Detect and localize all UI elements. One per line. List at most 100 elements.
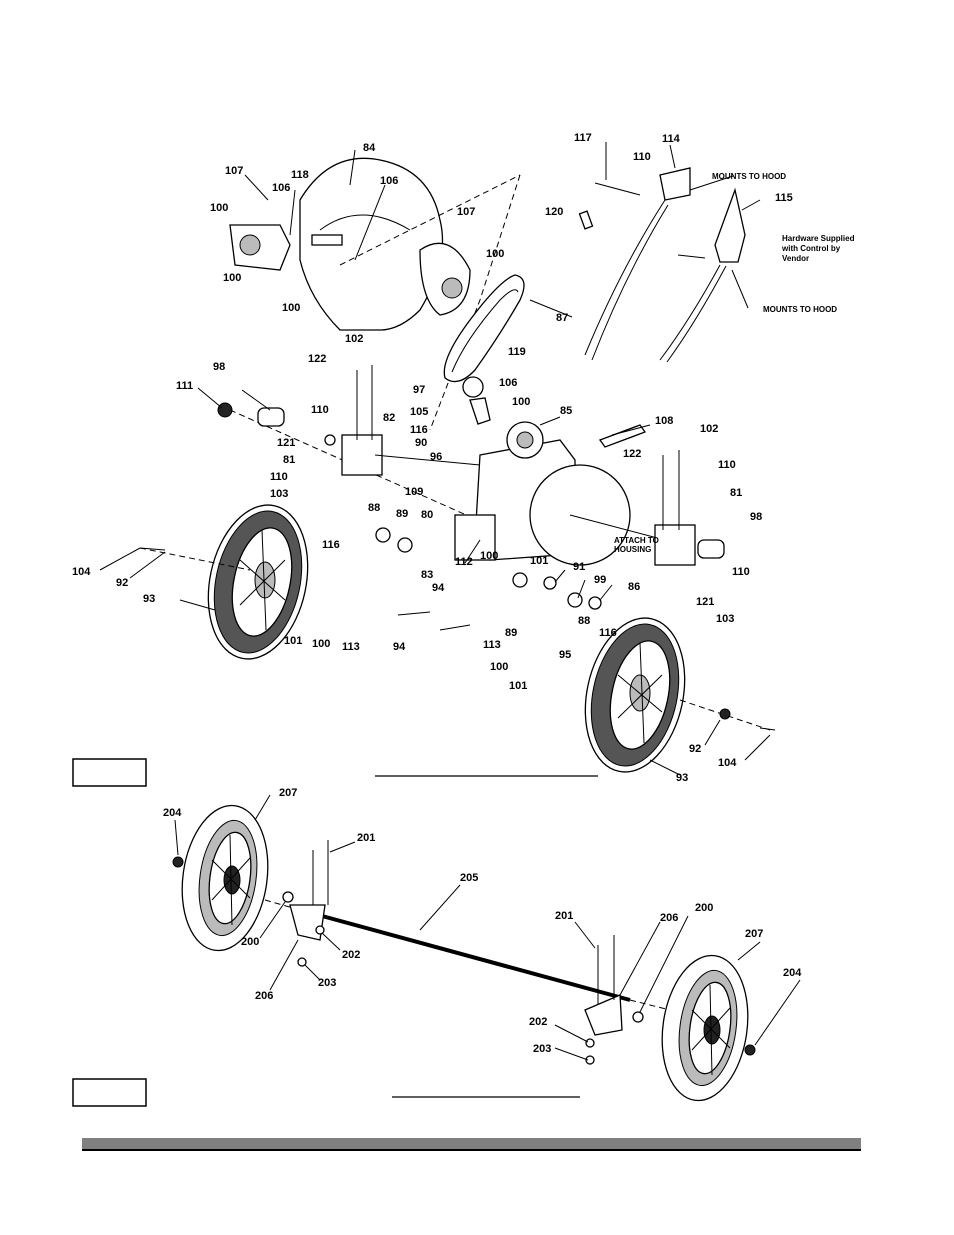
callout-118: 118 (291, 169, 309, 181)
callout-114: 114 (662, 133, 681, 145)
callout-90: 90 (415, 437, 427, 449)
callout-89: 89 (505, 627, 517, 639)
callout-100: 100 (223, 272, 241, 284)
callout-85: 85 (560, 405, 572, 417)
callout-100: 100 (486, 248, 504, 260)
callout-103: 103 (716, 613, 734, 625)
callout-201: 201 (357, 832, 375, 844)
callout-205: 205 (460, 872, 478, 884)
callout-91: 91 (573, 561, 585, 573)
note-attach-to-housing: HOUSING (614, 545, 651, 554)
callout-204: 204 (163, 807, 182, 819)
callout-102: 102 (345, 333, 363, 345)
right-rear-wheel (661, 954, 749, 1102)
callout-82: 82 (383, 412, 395, 424)
callout-113: 113 (483, 639, 501, 651)
callout-88: 88 (368, 502, 380, 514)
callout-200: 200 (241, 936, 259, 948)
callout-112: 112 (455, 556, 473, 568)
note-mounts-to-hood: MOUNTS TO HOOD (712, 172, 786, 181)
callout-116: 116 (410, 424, 428, 436)
callout-99: 99 (594, 574, 606, 586)
callout-81: 81 (283, 454, 295, 466)
callout-109: 109 (405, 486, 423, 498)
note-attach-to-housing: ATTACH TO (614, 536, 659, 545)
footer-bar (82, 1138, 861, 1150)
callout-119: 119 (508, 346, 526, 358)
callout-89: 89 (396, 508, 408, 520)
control-cables (578, 167, 746, 363)
left-rear-wheel (181, 804, 269, 952)
callout-86: 86 (628, 581, 640, 593)
callout-202: 202 (342, 949, 360, 961)
figure-label-box (72, 758, 147, 787)
right-drive-wheel (584, 617, 686, 773)
upper-assembly-drawing: 107 106 100 118 84 106 107 100 100 100 1… (72, 132, 855, 784)
callout-203: 203 (318, 977, 336, 989)
callout-110: 110 (270, 471, 288, 483)
callout-111: 111 (176, 380, 193, 392)
callout-113: 113 (342, 641, 360, 653)
callout-121: 121 (277, 437, 295, 449)
callout-80: 80 (421, 509, 433, 521)
figure-label-box (72, 1078, 147, 1107)
belt-part (443, 274, 525, 383)
callout-110: 110 (732, 566, 750, 578)
callout-92: 92 (689, 743, 701, 755)
callout-104: 104 (718, 757, 737, 769)
callout-206: 206 (255, 990, 273, 1002)
callout-121: 121 (696, 596, 714, 608)
callout-81: 81 (730, 487, 742, 499)
callout-106: 106 (499, 377, 517, 389)
note-hardware-supplied: Vendor (782, 254, 809, 263)
note-hardware-supplied: with Control by (781, 244, 841, 253)
upper-callouts: 107 106 100 118 84 106 107 100 100 100 1… (72, 132, 793, 784)
note-mounts-to-hood: MOUNTS TO HOOD (763, 305, 837, 314)
callout-92: 92 (116, 577, 128, 589)
callout-93: 93 (676, 772, 688, 784)
callout-100: 100 (512, 396, 530, 408)
callout-94: 94 (432, 582, 445, 594)
callout-101: 101 (509, 680, 527, 692)
callout-84: 84 (363, 142, 376, 154)
callout-107: 107 (457, 206, 475, 218)
callout-100: 100 (490, 661, 508, 673)
callout-98: 98 (213, 361, 225, 373)
callout-207: 207 (745, 928, 763, 940)
callout-100: 100 (210, 202, 228, 214)
callout-93: 93 (143, 593, 155, 605)
note-hardware-supplied: Hardware Supplied (782, 234, 855, 243)
callout-108: 108 (655, 415, 673, 427)
callout-110: 110 (311, 404, 329, 416)
callout-94: 94 (393, 641, 406, 653)
callout-101: 101 (530, 555, 548, 567)
callout-122: 122 (308, 353, 326, 365)
callout-116: 116 (322, 539, 340, 551)
callout-122: 122 (623, 448, 641, 460)
callout-103: 103 (270, 488, 288, 500)
callout-88: 88 (578, 615, 590, 627)
callout-116: 116 (599, 627, 617, 639)
callout-200: 200 (695, 902, 713, 914)
callout-106: 106 (380, 175, 398, 187)
callout-207: 207 (279, 787, 297, 799)
callout-206: 206 (660, 912, 678, 924)
callout-102: 102 (700, 423, 718, 435)
callout-101: 101 (284, 635, 302, 647)
callout-202: 202 (529, 1016, 547, 1028)
left-drive-wheel (207, 504, 309, 660)
callout-96: 96 (430, 451, 442, 463)
callout-117: 117 (574, 132, 592, 144)
callout-204: 204 (783, 967, 802, 979)
callout-87: 87 (556, 312, 568, 324)
callout-203: 203 (533, 1043, 551, 1055)
callout-100: 100 (480, 550, 498, 562)
callout-95: 95 (559, 649, 571, 661)
callout-100: 100 (282, 302, 300, 314)
callout-105: 105 (410, 406, 428, 418)
upper-leader-lines (99, 142, 771, 776)
callout-98: 98 (750, 511, 762, 523)
callout-104: 104 (72, 566, 91, 578)
lower-assembly-drawing: 204 207 201 205 201 206 200 207 200 202 … (163, 787, 802, 1102)
lower-callouts: 204 207 201 205 201 206 200 207 200 202 … (163, 787, 802, 1055)
